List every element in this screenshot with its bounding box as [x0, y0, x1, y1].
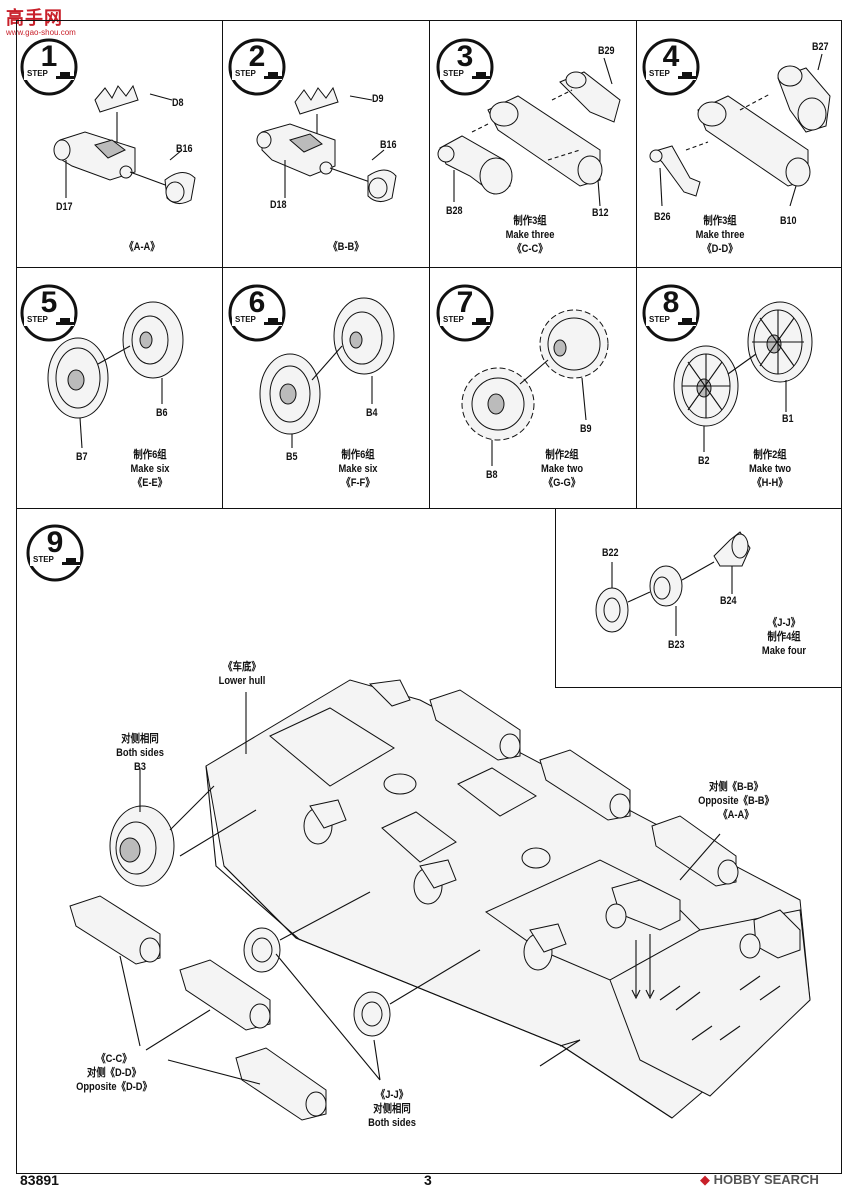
part-label-b24: B24: [720, 595, 737, 607]
step-word: STEP: [649, 69, 670, 78]
step-word: STEP: [235, 315, 256, 324]
part-label-b28: B28: [446, 205, 463, 217]
part-label-b5: B5: [286, 451, 298, 463]
step-7-drawing: [461, 309, 609, 466]
part-label-b29: B29: [598, 45, 615, 57]
watermark-brand: 高手网: [6, 8, 63, 28]
part-label-b16: B16: [176, 143, 193, 155]
part-label-b6: B6: [156, 407, 168, 419]
part-label-d17: D17: [56, 201, 73, 213]
part-label-b26: B26: [654, 211, 671, 223]
part-label-d9: D9: [372, 93, 384, 105]
opposite-bb-label: 对侧《B-B》Opposite《B-B》《A-A》: [698, 781, 774, 821]
lower-hull-label: 《车底》Lower hull: [218, 661, 266, 687]
step-3-drawing: [437, 57, 621, 207]
footer-page-number: 3: [424, 1172, 432, 1188]
step-word: STEP: [27, 315, 48, 324]
part-label-b23: B23: [668, 639, 685, 651]
footer-code: 83891: [20, 1172, 59, 1188]
step-word: STEP: [443, 315, 464, 324]
step-4-drawing: [649, 53, 831, 207]
step-word: STEP: [27, 69, 48, 78]
footer-brand: HOBBY SEARCH: [713, 1172, 819, 1187]
part-label-b9: B9: [580, 423, 592, 435]
step-2-drawing: [256, 86, 397, 202]
watermark-url: www.gao-shou.com: [6, 28, 76, 37]
step-number: 7: [456, 286, 474, 319]
step-number: 8: [662, 286, 680, 319]
part-label-d18: D18: [270, 199, 287, 211]
part-label-b7: B7: [76, 451, 88, 463]
step-number: 5: [40, 286, 58, 319]
step-6-drawing: [259, 297, 395, 448]
step-1-drawing: [53, 84, 196, 204]
step-9-drawing: [69, 679, 811, 1121]
watermark-logo: 高手网 www.gao-shou.com: [6, 4, 76, 37]
step-number: 2: [248, 40, 266, 73]
part-label-d8: D8: [172, 97, 184, 109]
part-label-b22: B22: [602, 547, 619, 559]
part-label-b27: B27: [812, 41, 829, 53]
footer-watermark: ◆ HOBBY SEARCH: [700, 1172, 819, 1188]
step-9-panel: [16, 508, 842, 1174]
part-label-b12: B12: [592, 207, 609, 219]
hobby-search-icon: ◆: [700, 1172, 710, 1187]
step-number: 3: [456, 40, 474, 73]
part-label-b1: B1: [782, 413, 794, 425]
step-5-drawing: [47, 301, 184, 449]
step-8-drawing: [673, 301, 813, 452]
step-2-caption: 《B-B》: [328, 241, 364, 253]
step-word: STEP: [235, 69, 256, 78]
step-number: 4: [662, 40, 680, 73]
cc-dd-label: 《C-C》对侧《D-D》Opposite《D-D》: [76, 1053, 152, 1093]
step-1-caption: 《A-A》: [124, 241, 160, 253]
step-word: STEP: [649, 315, 670, 324]
step-word: STEP: [33, 555, 54, 564]
part-label-b8: B8: [486, 469, 498, 481]
step-number: 6: [248, 286, 266, 319]
step-number: 9: [46, 526, 64, 559]
part-label-b16-2: B16: [380, 139, 397, 151]
part-label-b10: B10: [780, 215, 797, 227]
step-word: STEP: [443, 69, 464, 78]
part-label-b2: B2: [698, 455, 710, 467]
step-number: 1: [40, 40, 58, 73]
inset-jj-drawing: [595, 531, 751, 636]
part-label-b4: B4: [366, 407, 378, 419]
